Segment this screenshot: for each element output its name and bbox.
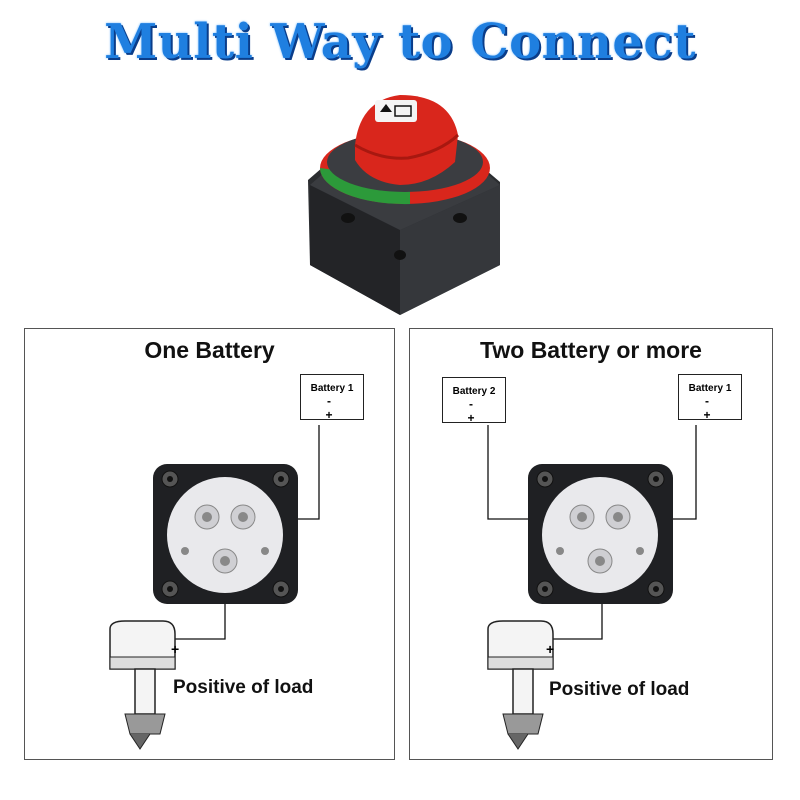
panel-one-battery: One Battery xyxy=(24,328,395,760)
battery-1-label: Battery 1 xyxy=(688,383,732,394)
battery-2-box: Battery 2 - + xyxy=(442,377,506,425)
wiring-diagram-two xyxy=(487,425,697,750)
panel-title-two-battery: Two Battery or more xyxy=(480,337,702,363)
battery-2-label: Battery 2 xyxy=(452,386,496,397)
load-label: Positive of load xyxy=(549,679,690,700)
outboard-motor-icon xyxy=(109,620,176,750)
panel-two-battery: Two Battery or more xyxy=(409,328,773,760)
battery-1-terminals: - + xyxy=(703,394,725,422)
battery-switch-icon xyxy=(308,95,500,315)
battery-1-terminals: - + xyxy=(325,394,347,422)
battery-1-label: Battery 1 xyxy=(310,383,354,394)
load-plus: + xyxy=(546,641,555,657)
panel-title-one-battery: One Battery xyxy=(144,337,275,363)
load-plus: + xyxy=(171,641,180,657)
battery-1-box: Battery 1 - + xyxy=(300,374,364,422)
wiring-diagram-one xyxy=(109,425,320,750)
switch-body-one xyxy=(153,464,298,604)
switch-body-two xyxy=(528,464,673,604)
page-title: Multi Way to Connect xyxy=(104,14,696,70)
load-label: Positive of load xyxy=(173,677,314,698)
outboard-motor-icon xyxy=(487,620,554,750)
battery-2-terminals: - + xyxy=(467,397,489,425)
battery-1-box: Battery 1 - + xyxy=(678,374,742,422)
